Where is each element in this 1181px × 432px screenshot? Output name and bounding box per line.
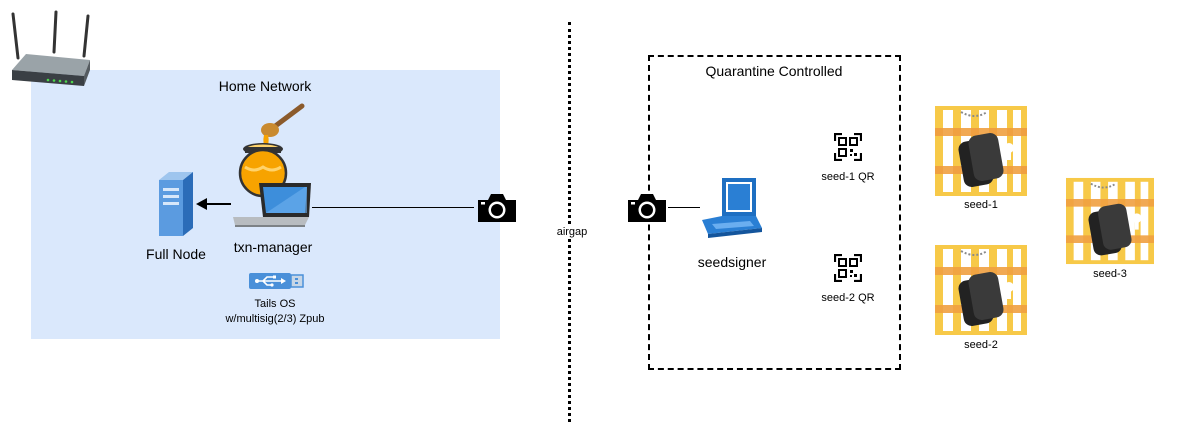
- arrow-to-full-node: [195, 197, 235, 211]
- connector-camera-seedsigner: [668, 207, 700, 208]
- seedsigner-label: seedsigner: [697, 254, 767, 270]
- qr-code-icon: [834, 254, 862, 282]
- seed-2-qr-label: seed-2 QR: [821, 292, 875, 304]
- dog-tag-icon: [935, 245, 1027, 335]
- router-icon: [8, 10, 94, 90]
- full-node-label: Full Node: [146, 246, 206, 262]
- server-icon: [155, 170, 195, 240]
- seed-1-qr-label: seed-1 QR: [821, 171, 875, 183]
- seed-3-label: seed-3: [1093, 268, 1127, 280]
- quarantine-title: Quarantine Controlled: [705, 63, 843, 79]
- txn-manager-label: txn-manager: [233, 239, 313, 255]
- seed-1-label: seed-1: [964, 199, 998, 211]
- dog-tag-icon: [1066, 177, 1154, 265]
- camera-icon: [626, 192, 668, 224]
- airgap-label: airgap: [552, 226, 592, 238]
- airgap-divider: [568, 22, 571, 422]
- dog-tag-icon: [935, 106, 1027, 196]
- seed-2-label: seed-2: [964, 339, 998, 351]
- camera-icon: [476, 192, 518, 224]
- multisig-zpub-label: w/multisig(2/3) Zpub: [225, 313, 325, 325]
- quarantine-zone: [648, 55, 901, 370]
- usb-drive-icon: [249, 271, 305, 291]
- qr-code-icon: [834, 133, 862, 161]
- connector-laptop-camera: [312, 207, 474, 208]
- tails-os-label: Tails OS: [254, 298, 296, 310]
- laptop-icon: [700, 176, 764, 240]
- laptop-icon: [233, 181, 313, 227]
- home-network-title: Home Network: [218, 78, 312, 94]
